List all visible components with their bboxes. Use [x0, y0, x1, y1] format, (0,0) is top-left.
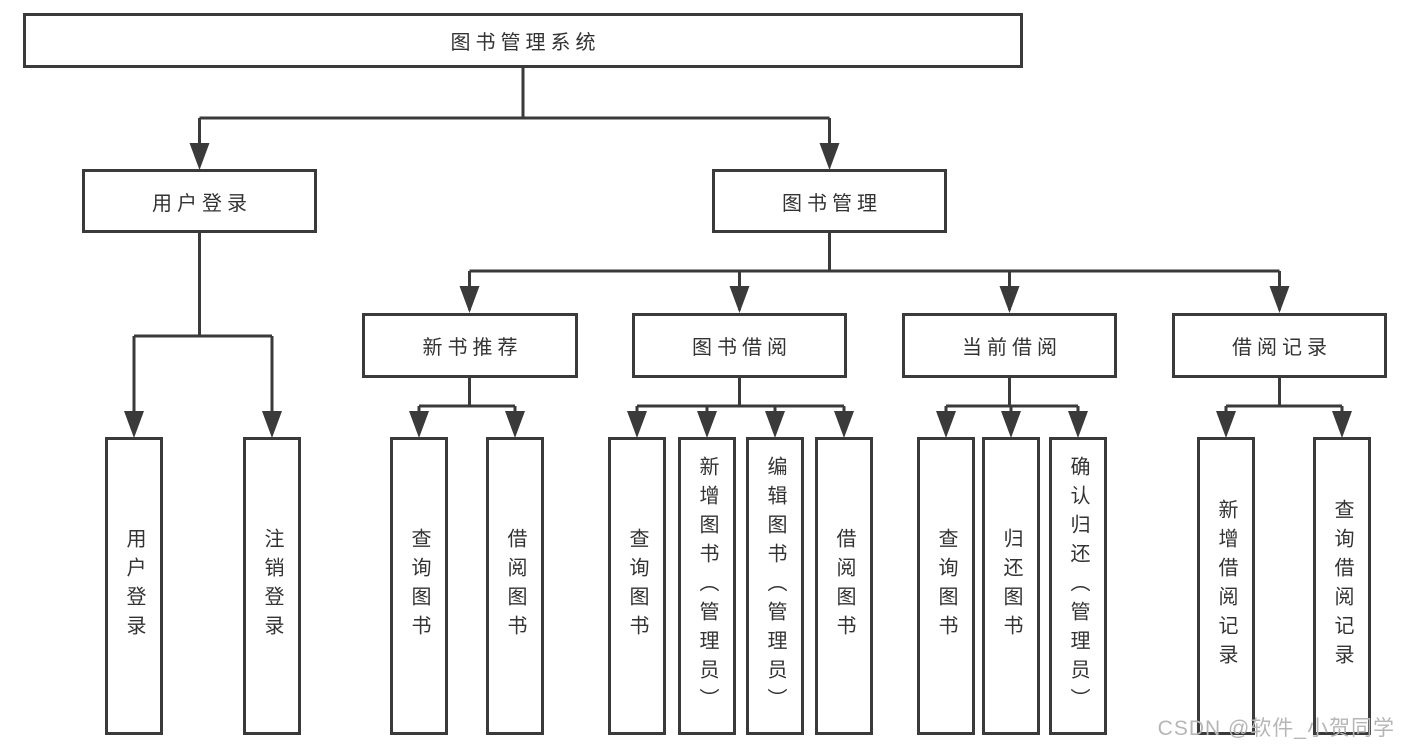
leaf-label: 确认归还（管理员）	[1067, 455, 1089, 717]
leaf-edit-book-admin: 编辑图书（管理员）	[746, 437, 804, 735]
node-book-management: 图书管理	[712, 169, 947, 233]
leaf-logout: 注销登录	[243, 437, 301, 735]
leaf-label: 借阅图书	[504, 528, 526, 644]
leaf-label: 借阅图书	[833, 528, 855, 644]
leaf-label: 编辑图书（管理员）	[764, 455, 786, 717]
csdn-watermark: CSDN @软件_小贺同学	[1157, 717, 1395, 740]
leaf-label: 查询借阅记录	[1331, 499, 1353, 673]
leaf-borrow-books: 借阅图书	[815, 437, 873, 735]
leaf-label: 新增借阅记录	[1215, 499, 1237, 673]
node-book-borrow: 图书借阅	[632, 313, 847, 378]
leaf-label: 用户登录	[123, 528, 145, 644]
leaf-label: 查询图书	[408, 528, 430, 644]
leaf-label: 查询图书	[626, 528, 648, 644]
node-user-login: 用户登录	[82, 169, 317, 233]
leaf-label: 注销登录	[261, 528, 283, 644]
node-current-borrow: 当前借阅	[902, 313, 1117, 378]
leaf-add-borrow-record: 新增借阅记录	[1197, 437, 1255, 735]
leaf-return-book: 归还图书	[982, 437, 1040, 735]
leaf-label: 查询图书	[935, 528, 957, 644]
leaf-label: 归还图书	[1000, 528, 1022, 644]
leaf-query-books-borrow: 查询图书	[608, 437, 666, 735]
leaf-user-login: 用户登录	[105, 437, 163, 735]
leaf-query-borrow-record: 查询借阅记录	[1313, 437, 1371, 735]
node-root: 图书管理系统	[23, 13, 1023, 68]
leaf-borrow-books-recommend: 借阅图书	[486, 437, 544, 735]
leaf-label: 新增图书（管理员）	[696, 455, 718, 717]
leaf-add-book-admin: 新增图书（管理员）	[678, 437, 736, 735]
leaf-query-books-current: 查询图书	[917, 437, 975, 735]
node-new-book-recommend: 新书推荐	[362, 313, 578, 378]
node-borrow-records: 借阅记录	[1172, 313, 1387, 378]
leaf-confirm-return-admin: 确认归还（管理员）	[1049, 437, 1107, 735]
leaf-query-books-recommend: 查询图书	[390, 437, 448, 735]
